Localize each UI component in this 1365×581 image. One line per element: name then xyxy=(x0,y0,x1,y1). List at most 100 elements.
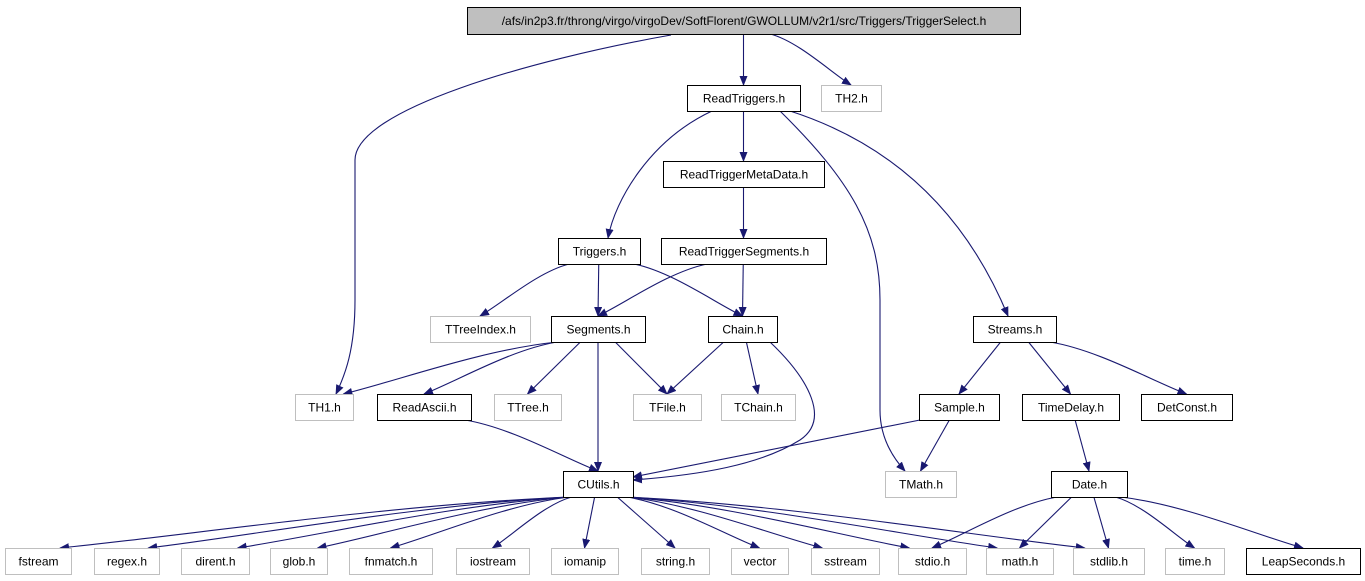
node-streams[interactable]: Streams.h xyxy=(973,316,1057,343)
edge-line xyxy=(626,496,1086,551)
node-box xyxy=(898,548,967,575)
node-label: Streams.h xyxy=(988,323,1043,337)
node-detconst[interactable]: DetConst.h xyxy=(1141,394,1233,421)
node-box xyxy=(1022,394,1120,421)
edge-line xyxy=(236,496,570,551)
edge-sample-to-cutils xyxy=(632,419,921,480)
node-stdio: stdio.h xyxy=(898,548,967,575)
edge-line xyxy=(147,496,570,551)
node-box xyxy=(558,238,641,265)
node-ttreeindex: TTreeIndex.h xyxy=(430,316,531,343)
edge-date-to-math xyxy=(1018,496,1073,549)
node-box xyxy=(456,548,530,575)
node-box xyxy=(270,548,328,575)
edge-segments-to-th1 xyxy=(342,341,558,396)
node-iomanip: iomanip xyxy=(551,548,619,575)
edge-line xyxy=(479,263,570,317)
node-label: glob.h xyxy=(283,555,316,569)
node-box xyxy=(377,394,472,421)
node-label: Date.h xyxy=(1072,478,1107,492)
edge-cutils-to-string xyxy=(616,496,676,549)
node-time: time.h xyxy=(1165,548,1225,575)
edge-line xyxy=(1049,341,1188,395)
node-box xyxy=(1165,548,1225,575)
node-timedelay[interactable]: TimeDelay.h xyxy=(1022,394,1120,421)
node-readtriggermetadata[interactable]: ReadTriggerMetaData.h xyxy=(663,161,825,188)
node-glob: glob.h xyxy=(270,548,328,575)
edge-line xyxy=(423,341,558,395)
node-triggers[interactable]: Triggers.h xyxy=(558,238,641,265)
node-label: iomanip xyxy=(564,555,606,569)
edge-line xyxy=(920,419,950,472)
node-box xyxy=(1073,548,1145,575)
node-box xyxy=(885,471,957,498)
node-label: TimeDelay.h xyxy=(1038,401,1104,415)
node-cutils[interactable]: CUtils.h xyxy=(563,471,634,498)
node-iostream: iostream xyxy=(456,548,530,575)
edge-line xyxy=(605,110,713,239)
node-label: math.h xyxy=(1002,555,1039,569)
node-readtriggers[interactable]: ReadTriggers.h xyxy=(687,85,801,112)
edge-line xyxy=(342,341,558,396)
node-box xyxy=(430,316,531,343)
node-leapseconds[interactable]: LeapSeconds.h xyxy=(1246,548,1361,575)
node-box xyxy=(687,85,801,112)
edge-streams-to-detconst xyxy=(1049,341,1188,395)
edge-line xyxy=(626,496,999,551)
edge-line xyxy=(789,110,1009,317)
node-ttree: TTree.h xyxy=(494,394,562,421)
edge-segments-to-tfile xyxy=(614,341,668,395)
edge-triggers-to-chain xyxy=(633,263,744,317)
node-date[interactable]: Date.h xyxy=(1051,471,1128,498)
node-vector: vector xyxy=(731,548,789,575)
edge-line xyxy=(1028,341,1072,395)
edge-cutils-to-math xyxy=(626,496,999,551)
node-chain[interactable]: Chain.h xyxy=(708,316,778,343)
node-math: math.h xyxy=(986,548,1054,575)
edge-line xyxy=(59,496,570,552)
node-label: fstream xyxy=(18,555,58,569)
node-box xyxy=(633,394,702,421)
node-box xyxy=(641,548,710,575)
edge-cutils-to-dirent xyxy=(236,496,570,551)
node-label: LeapSeconds.h xyxy=(1262,555,1345,569)
edge-timedelay-to-date xyxy=(1074,419,1091,472)
node-box xyxy=(494,394,562,421)
node-tmath: TMath.h xyxy=(885,471,957,498)
node-segments[interactable]: Segments.h xyxy=(551,316,646,343)
edge-cutils-to-glob xyxy=(316,496,570,551)
node-fstream: fstream xyxy=(5,548,72,575)
edge-cutils-to-fnmatch xyxy=(389,496,570,550)
edge-cutils-to-fstream xyxy=(59,496,570,552)
edge-readtriggers-to-streams xyxy=(789,110,1009,317)
node-root[interactable]: /afs/in2p3.fr/throng/virgo/virgoDev/Soft… xyxy=(467,7,1021,35)
node-label: ReadAscii.h xyxy=(392,401,456,415)
node-box xyxy=(663,161,825,188)
node-label: string.h xyxy=(656,555,695,569)
node-label: TMath.h xyxy=(899,478,943,492)
edge-line xyxy=(1115,496,1196,549)
node-sstream: sstream xyxy=(811,548,880,575)
node-label: CUtils.h xyxy=(577,478,619,492)
node-sample[interactable]: Sample.h xyxy=(919,394,1000,421)
node-box xyxy=(295,394,354,421)
edge-line xyxy=(633,263,744,317)
edge-line xyxy=(614,341,668,395)
nodes-layer: /afs/in2p3.fr/throng/virgo/virgoDev/Soft… xyxy=(5,7,1361,575)
edges-layer xyxy=(59,33,1304,552)
node-label: Triggers.h xyxy=(573,245,627,259)
edge-line xyxy=(626,496,824,550)
edge-triggers-to-ttreeindex xyxy=(479,263,570,317)
edge-cutils-to-iomanip xyxy=(582,496,596,549)
node-box xyxy=(821,85,882,112)
node-box xyxy=(563,471,634,498)
node-box xyxy=(919,394,1000,421)
node-box xyxy=(181,548,250,575)
node-th2: TH2.h xyxy=(821,85,882,112)
edge-chain-to-cutils xyxy=(632,341,815,484)
node-string: string.h xyxy=(641,548,710,575)
node-readascii[interactable]: ReadAscii.h xyxy=(377,394,472,421)
node-regex: regex.h xyxy=(94,548,160,575)
node-readtriggersegments[interactable]: ReadTriggerSegments.h xyxy=(661,238,827,265)
node-th1: TH1.h xyxy=(295,394,354,421)
